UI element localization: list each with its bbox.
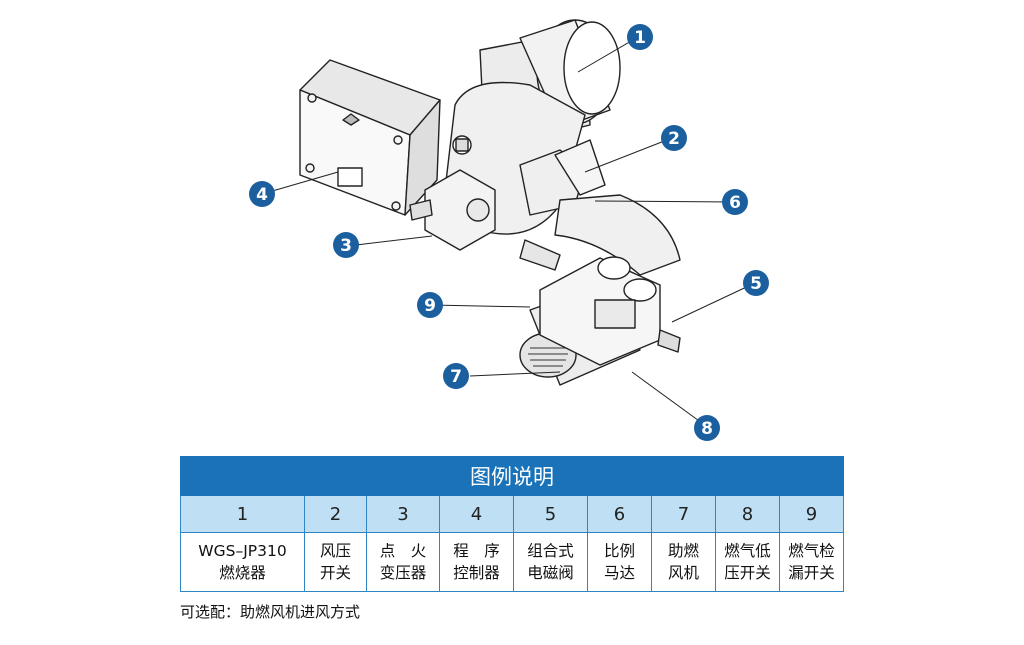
legend-name-line: 变压器	[379, 564, 427, 582]
legend-title: 图例说明	[179, 456, 845, 496]
burner-diagram: 1 2 3 4 5 6 7 8 9	[249, 19, 769, 441]
callout-number: 3	[340, 236, 352, 256]
legend-number: 9	[778, 495, 845, 533]
legend-number: 4	[439, 495, 514, 533]
legend-number: 2	[304, 495, 367, 533]
legend-name-line: 开关	[319, 564, 351, 582]
legend-name-line: 程 序	[453, 542, 500, 560]
callout-marker	[443, 363, 469, 389]
legend-name-row: WGS–JP310 燃烧器 风压开关 点 火变压器 程 序控制器 组合式电磁阀 比…	[180, 532, 845, 592]
callout-number: 6	[729, 193, 741, 213]
legend-name-cell: 风压开关	[304, 532, 367, 592]
callout-marker	[333, 232, 359, 258]
callout-number: 7	[450, 367, 462, 387]
legend-name-cell: WGS–JP310 燃烧器	[180, 532, 305, 592]
callout-number: 5	[750, 274, 762, 294]
callout-marker	[743, 270, 769, 296]
legend-number: 1	[180, 495, 305, 533]
callout-marker	[627, 24, 653, 50]
legend-name-cell: 燃气检漏开关	[778, 532, 845, 592]
legend-name-cell: 燃气低压开关	[715, 532, 780, 592]
callout-number: 8	[701, 419, 713, 439]
legend-name-cell: 比例马达	[587, 532, 652, 592]
callout-marker	[694, 415, 720, 441]
footnote: 可选配：助燃风机进风方式	[180, 603, 361, 621]
legend-name-line: 控制器	[453, 564, 500, 582]
callout-marker	[661, 125, 687, 151]
legend-name-line: 比例	[603, 542, 635, 560]
legend-number: 3	[366, 495, 440, 533]
legend-name-cell: 程 序控制器	[439, 532, 514, 592]
legend-name-line: 燃气检	[788, 542, 835, 560]
legend-number: 7	[651, 495, 716, 533]
legend-name-line: 压开关	[724, 564, 771, 582]
legend-name-line: 燃烧器	[219, 564, 266, 582]
callout-number: 1	[634, 28, 646, 48]
callout-number: 9	[424, 296, 436, 316]
legend-name-line: 漏开关	[788, 564, 835, 582]
legend-name-line: 组合式	[527, 542, 574, 560]
legend-name-line: WGS–JP310	[198, 542, 287, 560]
legend-name-cell: 助燃风机	[651, 532, 716, 592]
legend-name-line: 电磁阀	[527, 564, 574, 582]
legend-table: 图例说明 1 2 3 4 5 6 7 8 9 WGS–JP310 燃烧器 风压开关…	[179, 456, 845, 592]
legend-name-cell: 组合式电磁阀	[513, 532, 588, 592]
legend-name-line: 燃气低	[724, 542, 771, 560]
legend-name-line: 风机	[667, 564, 699, 582]
callout-marker	[722, 189, 748, 215]
burner-illustration	[299, 19, 681, 386]
callout-number: 4	[256, 185, 268, 205]
legend-name-line: 助燃	[667, 542, 699, 560]
callout-markers: 1 2 3 4 5 6 7 8 9	[249, 24, 769, 441]
leader-lines	[261, 36, 756, 427]
legend-number-row: 1 2 3 4 5 6 7 8 9	[180, 495, 845, 533]
legend-name-cell: 点 火变压器	[366, 532, 440, 592]
callout-number: 2	[668, 129, 680, 149]
legend-number: 6	[587, 495, 652, 533]
legend-number: 8	[715, 495, 780, 533]
callout-marker	[417, 292, 443, 318]
legend-name-line: 风压	[319, 542, 351, 560]
legend-name-line: 马达	[603, 564, 635, 582]
legend-name-line: 点 火	[379, 542, 427, 560]
legend-number: 5	[513, 495, 588, 533]
callout-marker	[249, 181, 275, 207]
